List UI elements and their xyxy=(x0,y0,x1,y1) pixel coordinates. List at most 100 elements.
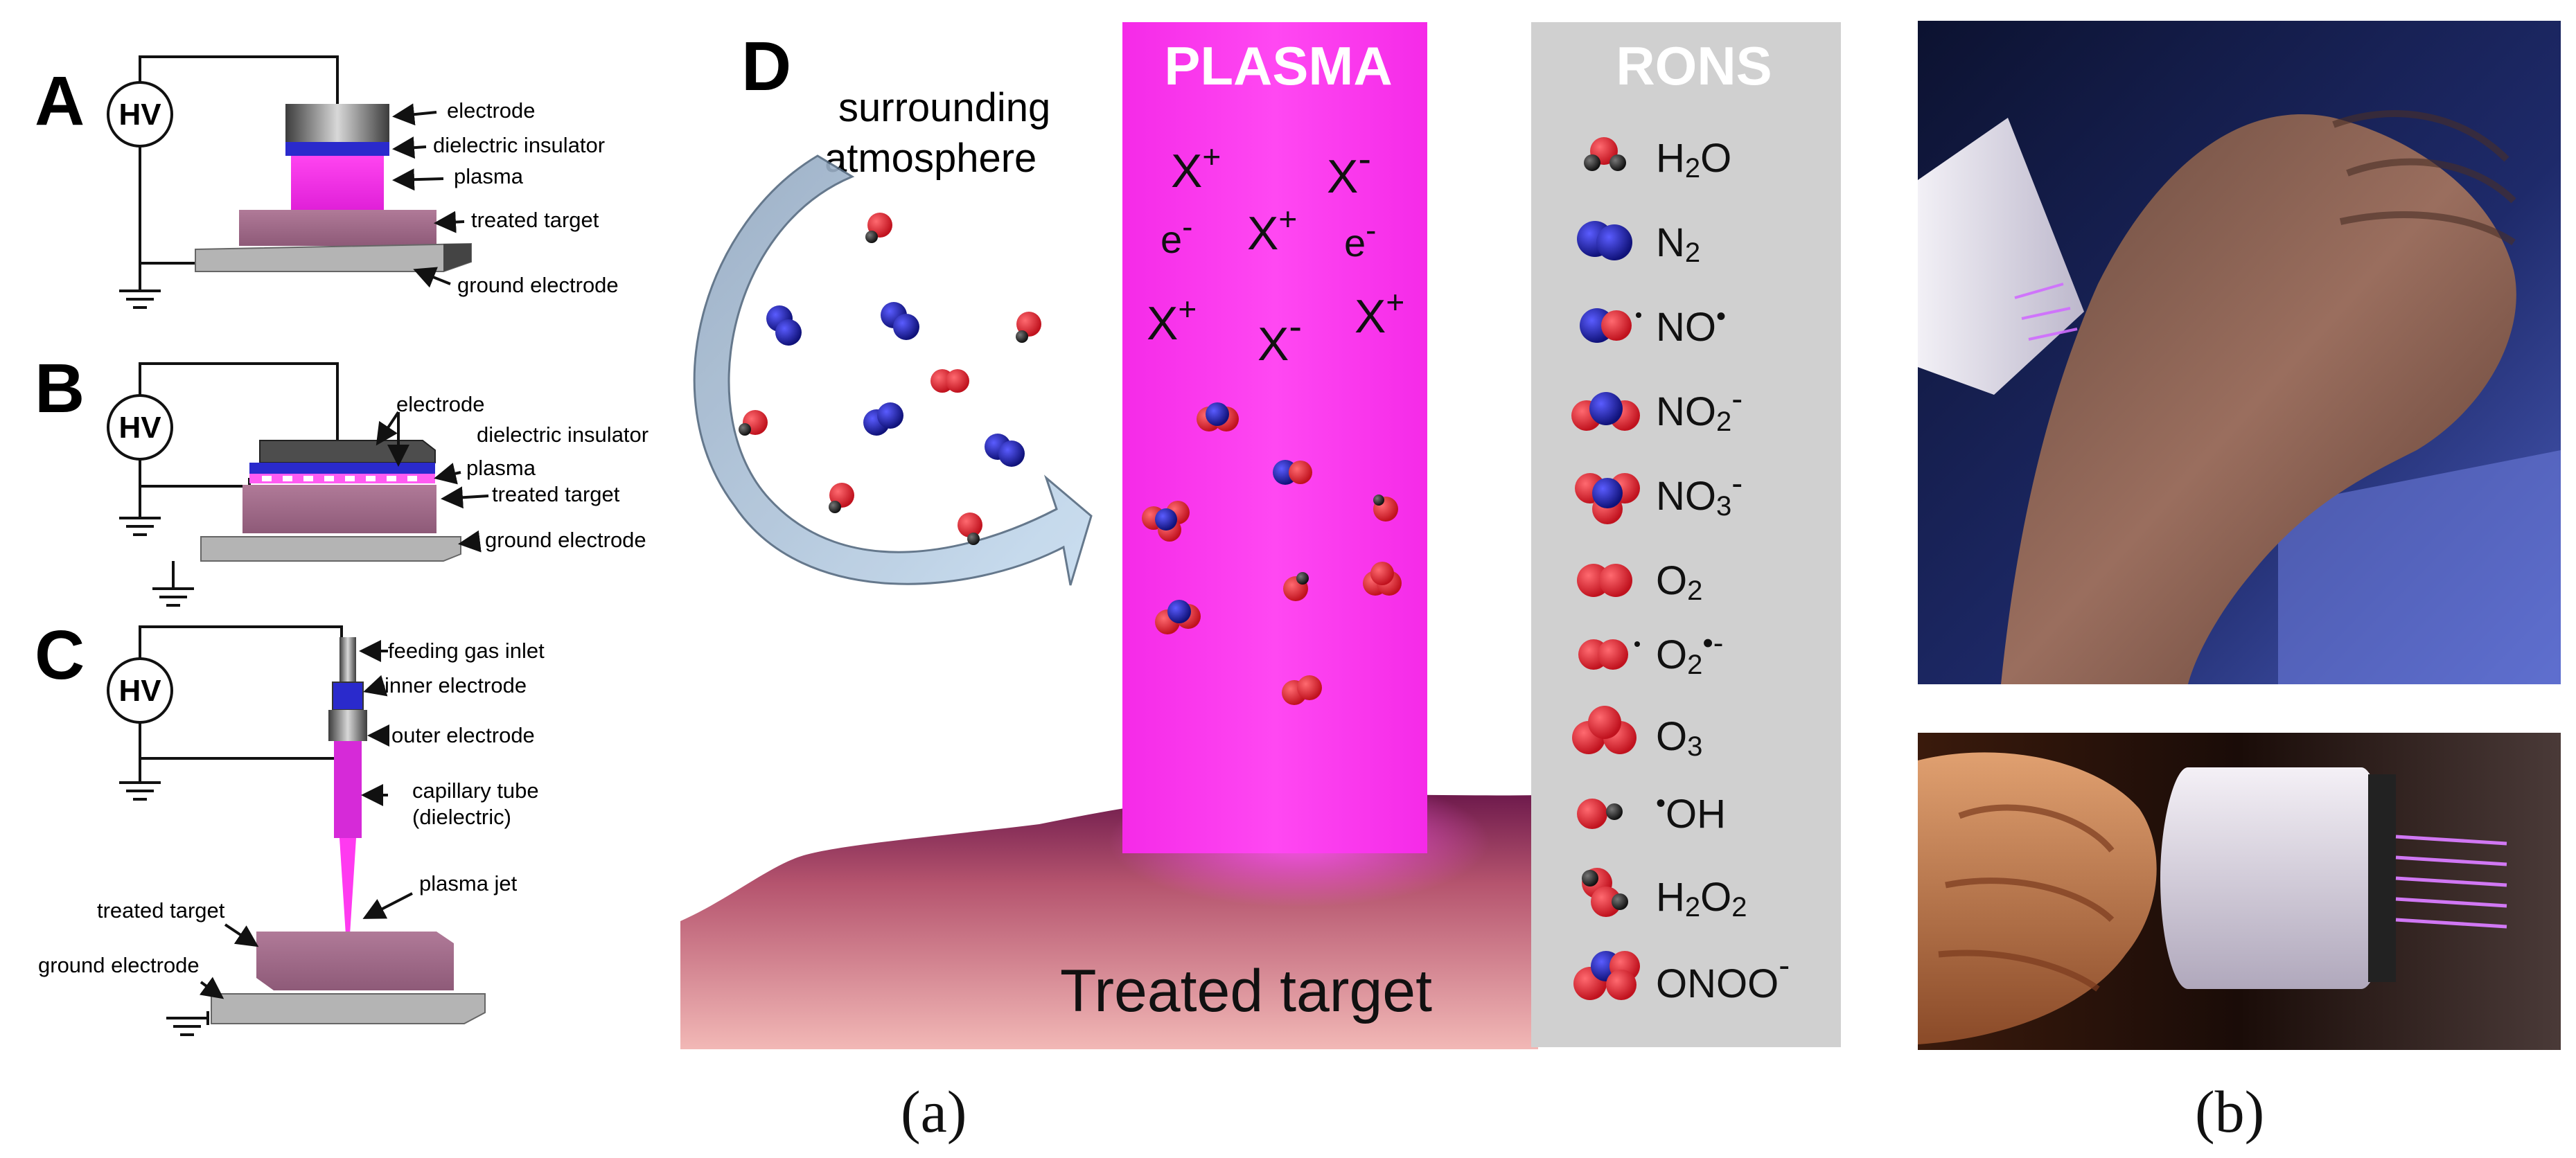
legend-icon-h2o xyxy=(1584,137,1626,171)
molecule-n2 xyxy=(985,434,1025,467)
label-dielectric-b: dielectric insulator xyxy=(477,422,649,447)
photo-device-fingers-illustration xyxy=(1918,733,2561,1050)
surrounding-label-2: atmosphere xyxy=(824,136,1036,181)
label-capillary-c1: capillary tube xyxy=(412,778,539,803)
molecule-no3 xyxy=(1142,501,1190,542)
gas-inlet-c xyxy=(339,637,356,686)
arrow-plasma-a xyxy=(392,168,444,191)
ground-electrode-a xyxy=(195,242,472,272)
plasma-jet-c xyxy=(339,838,356,945)
molecule-n2 xyxy=(766,305,802,346)
ground-symbol-b xyxy=(119,517,161,536)
ground-symbol-c xyxy=(119,781,161,801)
rons-label-o3: O3 xyxy=(1656,714,1702,762)
arrow-electrode-b1 xyxy=(376,411,400,446)
molecule-o2 xyxy=(1282,675,1322,705)
ground-electrode-b xyxy=(200,536,461,562)
ion-electron-2: e- xyxy=(1344,212,1376,265)
arrow-electrode-a xyxy=(392,103,437,126)
surrounding-label-1: surrounding xyxy=(838,85,1050,130)
rons-label-oh: •OH xyxy=(1656,788,1726,837)
label-target-c: treated target xyxy=(97,898,225,923)
wire-c xyxy=(139,625,343,1025)
ion-x-minus-2: X- xyxy=(1258,304,1302,371)
letter-a: A xyxy=(35,62,85,140)
rons-label-h2o2: H2O2 xyxy=(1656,875,1747,923)
label-outer-c: outer electrode xyxy=(391,723,535,747)
label-electrode-b: electrode xyxy=(396,392,485,416)
atmosphere-molecules xyxy=(739,213,1041,545)
outer-electrode-c xyxy=(328,710,367,741)
ion-group: X+ X- e- X+ e- X+ X- X+ xyxy=(1147,136,1404,371)
caption-b: (b) xyxy=(2195,1078,2265,1145)
label-inner-c: inner electrode xyxy=(385,673,527,697)
label-ground-a: ground electrode xyxy=(457,273,619,297)
target-c xyxy=(256,932,454,990)
plasma-molecules xyxy=(1142,402,1402,705)
letter-c: C xyxy=(35,616,85,694)
rons-label-o2-radical: O2•- xyxy=(1656,626,1723,680)
rons-label-no2: NO2- xyxy=(1656,381,1743,437)
arrow-dielectric-a xyxy=(392,136,427,159)
label-ground-b: ground electrode xyxy=(485,528,646,552)
legend-icon-no3 xyxy=(1575,473,1640,524)
target-a xyxy=(239,210,436,246)
label-capillary-c2: (dielectric) xyxy=(412,805,511,829)
ion-electron-1: e- xyxy=(1161,208,1192,261)
letter-d: D xyxy=(741,28,791,105)
hv-label-a: HV xyxy=(118,98,161,132)
atmosphere-arrow xyxy=(693,154,1093,586)
molecule-h2o xyxy=(865,213,892,243)
arrow-plasma-b xyxy=(434,463,461,485)
subpanel-b: B HV electrode dielectric insulator plas… xyxy=(35,350,649,607)
wire-b xyxy=(139,362,339,589)
molecule-h2o xyxy=(958,513,982,545)
molecule-h2o xyxy=(1283,572,1309,601)
molecule-o2 xyxy=(930,369,969,393)
label-plasma-b: plasma xyxy=(466,456,536,480)
label-target-b: treated target xyxy=(492,482,620,506)
ion-x-plus-4: X+ xyxy=(1355,284,1404,343)
rons-label-no: NO• xyxy=(1656,301,1726,350)
capillary-c xyxy=(334,741,362,838)
ground-electrode-c xyxy=(211,993,486,1024)
legend-icon-no xyxy=(1580,308,1641,343)
plasma-b xyxy=(249,474,435,483)
hv-label-b: HV xyxy=(118,411,161,445)
label-dielectric-a: dielectric insulator xyxy=(433,133,605,157)
dielectric-a xyxy=(285,142,389,156)
label-electrode-a: electrode xyxy=(447,98,536,123)
letter-b: B xyxy=(35,350,85,427)
subpanel-a: A HV electrode dielectric insulator plas… xyxy=(35,55,619,309)
photo-hand-wrist xyxy=(1918,21,2561,684)
arrow-ground-c xyxy=(199,977,224,999)
rons-label-onoo: ONOO- xyxy=(1656,947,1790,1006)
label-target-a: treated target xyxy=(471,208,599,232)
plasma-b-pattern xyxy=(262,476,417,481)
arrow-ground-a xyxy=(413,267,451,288)
molecule-n2 xyxy=(881,302,919,340)
ion-x-plus-3: X+ xyxy=(1147,291,1197,350)
legend-icon-oh xyxy=(1577,799,1623,829)
subpanel-d: D surrounding atmosphere PLASMA X+ X- e-… xyxy=(680,22,1841,1049)
electrode-a xyxy=(285,104,389,142)
molecule-no xyxy=(1273,460,1312,485)
label-gas-inlet-c: feeding gas inlet xyxy=(388,639,545,663)
rons-title: RONS xyxy=(1616,35,1772,96)
legend-icon-onoo xyxy=(1573,951,1640,1000)
inner-electrode-c xyxy=(332,682,364,711)
treated-target-label: Treated target xyxy=(1060,958,1432,1024)
rons-label-o2: O2 xyxy=(1656,558,1702,606)
arrow-target-a xyxy=(434,211,465,233)
arrow-target-b xyxy=(441,486,489,509)
label-ground-c: ground electrode xyxy=(38,953,200,977)
arrow-inner-c xyxy=(363,675,388,697)
molecule-h2o xyxy=(1373,495,1398,522)
panel-a-diagram: A HV electrode dielectric insulator plas… xyxy=(35,22,1841,1049)
arrow-jet-c xyxy=(362,892,413,919)
dielectric-b xyxy=(249,463,435,474)
legend-icon-o2 xyxy=(1577,564,1632,597)
plasma-title: PLASMA xyxy=(1164,35,1392,96)
ion-x-plus-2: X+ xyxy=(1247,201,1297,260)
label-plasma-a: plasma xyxy=(454,164,524,188)
